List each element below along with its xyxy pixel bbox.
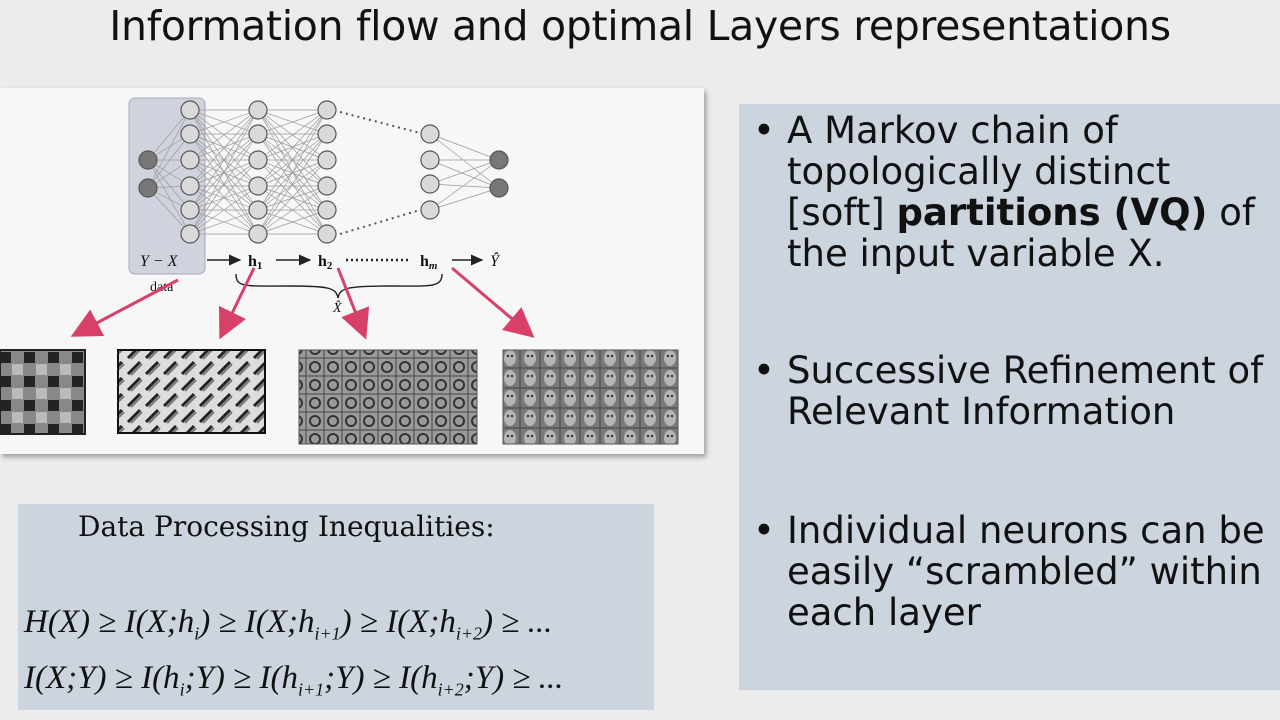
- bullet-dot-icon: •: [753, 509, 775, 552]
- chain-h2: h2: [318, 253, 333, 272]
- bullet-dot-icon: •: [753, 349, 775, 392]
- inequality-label-information: I(X;Y) ≥ I(hi;Y) ≥ I(hi+1;Y) ≥ I(hi+2;Y)…: [24, 660, 564, 700]
- chain-hm: hm: [420, 253, 438, 272]
- neuron-node: [180, 200, 200, 220]
- neuron-node: [420, 124, 440, 144]
- neuron-node: [317, 150, 337, 170]
- neuron-node: [138, 150, 158, 170]
- neuron-node: [180, 100, 200, 120]
- neuron-node: [248, 176, 268, 196]
- neuron-node: [317, 100, 337, 120]
- dpi-panel: Data Processing Inequalities: H(X) ≥ I(X…: [18, 504, 654, 710]
- chain-yhat: Ŷ: [490, 251, 501, 270]
- neuron-node: [248, 100, 268, 120]
- edge-features-image: [117, 349, 266, 434]
- neuron-node: [317, 176, 337, 196]
- neuron-node: [420, 174, 440, 194]
- bullet-emphasis: partitions (VQ): [896, 191, 1208, 234]
- chain-arrows: [207, 254, 484, 299]
- neuron-node: [248, 200, 268, 220]
- neuron-node: [420, 200, 440, 220]
- bullet-panel: • A Markov chain of topologically distin…: [739, 104, 1280, 690]
- pixel-features-image: [0, 349, 86, 435]
- network-nodes: [138, 100, 509, 244]
- chain-xhat: X̂: [332, 300, 342, 316]
- network-diagram: Y − X data h1 h2 hm Ŷ X̂: [0, 97, 679, 445]
- neuron-node: [248, 124, 268, 144]
- inequality-entropy: H(X) ≥ I(X;hi) ≥ I(X;hi+1) ≥ I(X;hi+2) ≥…: [24, 604, 553, 644]
- neuron-node: [248, 224, 268, 244]
- neuron-node: [180, 124, 200, 144]
- neuron-node: [138, 178, 158, 198]
- layer-gap-dots: [339, 111, 421, 235]
- neuron-node: [317, 124, 337, 144]
- slide-title: Information flow and optimal Layers repr…: [109, 2, 1171, 50]
- neuron-node: [180, 176, 200, 196]
- neuron-node: [180, 224, 200, 244]
- face-features-image: [502, 349, 679, 445]
- feature-map-images: [0, 349, 679, 445]
- part-features-image: [298, 349, 478, 445]
- neuron-node: [489, 150, 509, 170]
- neuron-node: [248, 150, 268, 170]
- dpi-title: Data Processing Inequalities:: [78, 510, 495, 543]
- neuron-node: [317, 200, 337, 220]
- neuron-node: [489, 178, 509, 198]
- bullet-dot-icon: •: [753, 109, 775, 152]
- network-connections: [147, 109, 500, 235]
- chain-y-x: Y − X: [140, 253, 179, 270]
- network-figure: Y − X data h1 h2 hm Ŷ X̂: [0, 88, 704, 454]
- neuron-node: [317, 224, 337, 244]
- representation-arrows: [70, 266, 535, 340]
- neuron-node: [180, 150, 200, 170]
- neuron-node: [420, 150, 440, 170]
- chain-h1: h1: [248, 253, 262, 272]
